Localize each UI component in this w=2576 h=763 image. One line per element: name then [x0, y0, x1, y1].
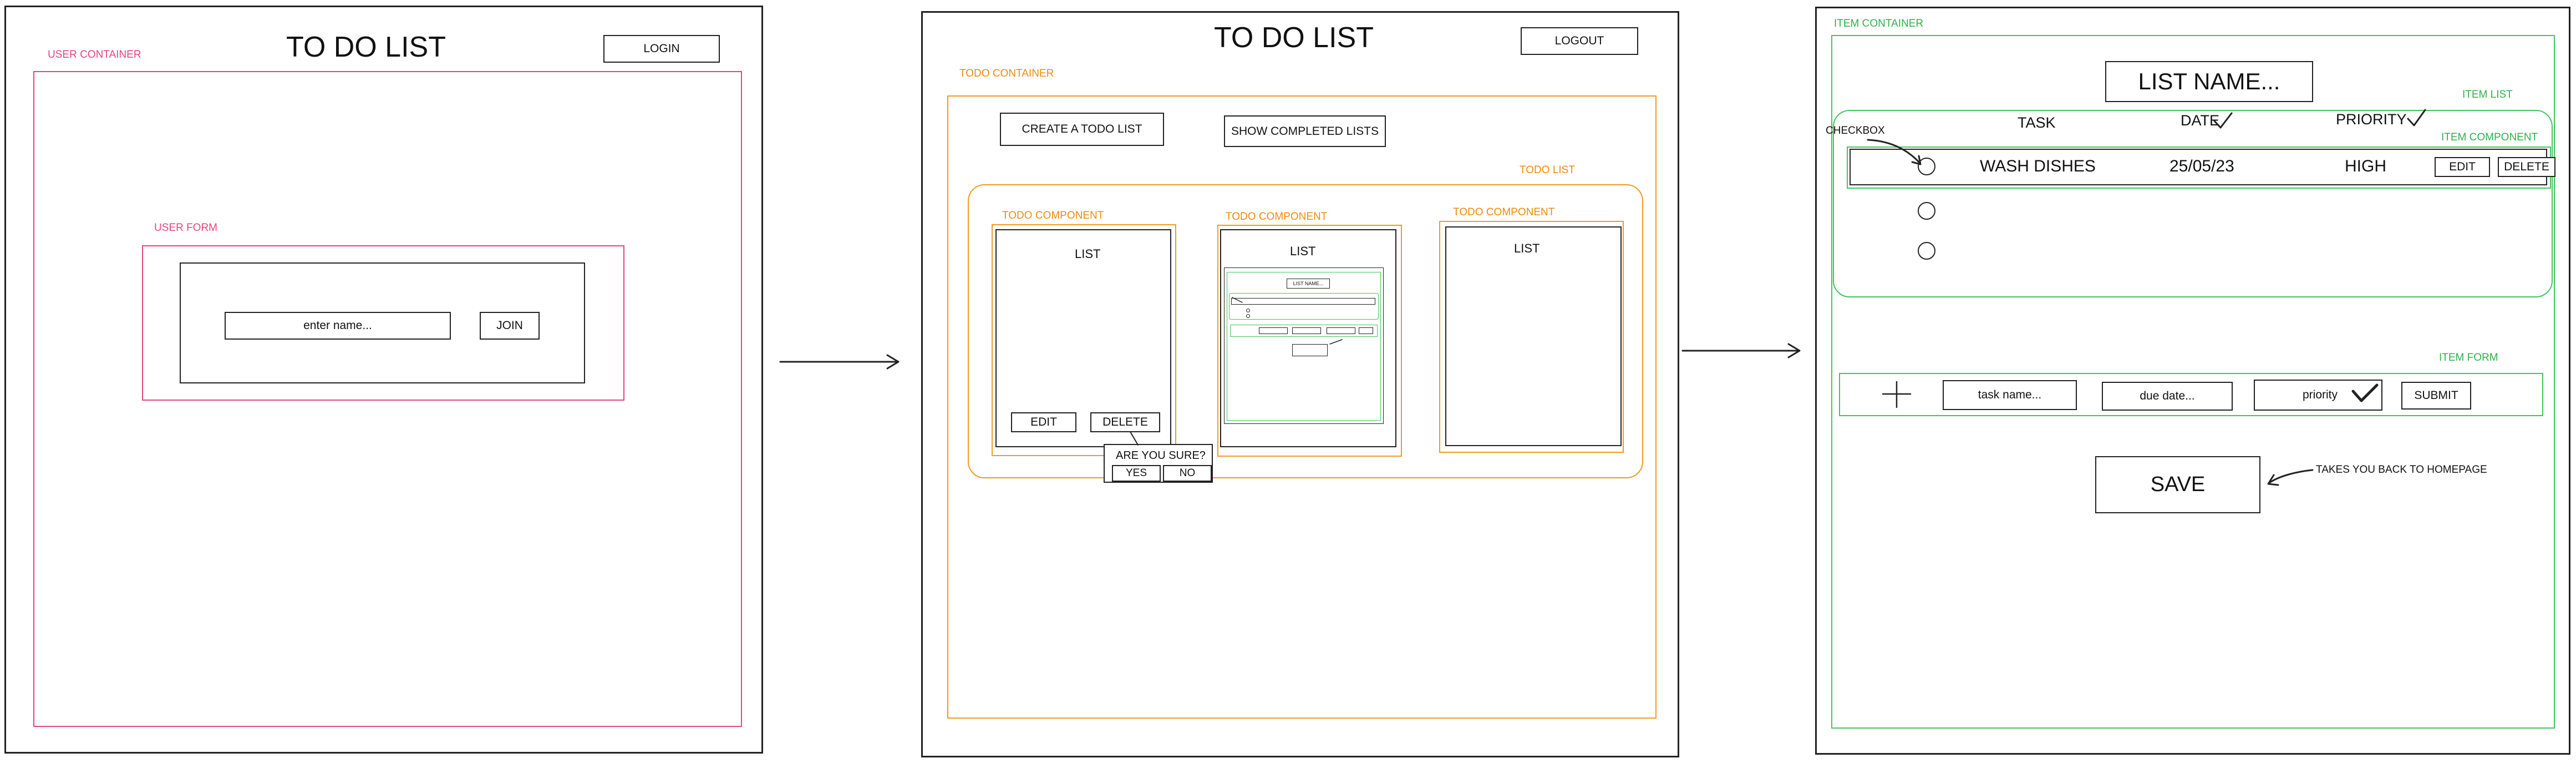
confirm-question: ARE YOU SURE? — [1116, 449, 1206, 462]
screen1-title: TO DO LIST — [286, 31, 446, 63]
priority-header: PRIORITY — [2336, 111, 2407, 128]
item-row — [1850, 149, 2547, 185]
thumbnail-item-form — [1230, 325, 1378, 337]
item-edit-button[interactable]: EDIT — [2435, 157, 2490, 177]
screen-list-wireframe — [1815, 7, 2570, 755]
item-list — [1833, 110, 2553, 297]
thumbnail-list-name: LIST NAME... — [1287, 279, 1330, 289]
user-form-label: USER FORM — [154, 222, 217, 234]
task-name-input[interactable]: task name... — [1943, 380, 2077, 410]
item-list-label: ITEM LIST — [2462, 89, 2513, 100]
user-container — [33, 71, 742, 727]
priority-check-icon — [2407, 109, 2426, 127]
item-screen-thumbnail — [1224, 267, 1384, 424]
todo-card-title: LIST — [1290, 244, 1316, 258]
thumbnail-form-field — [1327, 327, 1355, 334]
item-task-text: WASH DISHES — [1980, 157, 2096, 175]
item-checkbox[interactable] — [1918, 242, 1935, 260]
thumbnail-item-list — [1229, 293, 1379, 320]
due-date-input[interactable]: due date... — [2102, 382, 2233, 411]
date-check-icon — [2213, 112, 2233, 129]
todo-component — [1439, 221, 1624, 453]
item-component-label: ITEM COMPONENT — [2441, 132, 2538, 143]
create-list-button[interactable]: CREATE A TODO LIST — [1000, 113, 1164, 146]
save-arrow — [2268, 469, 2314, 484]
checkbox-note: CHECKBOX — [1826, 125, 1885, 137]
thumbnail-save — [1292, 344, 1328, 356]
todo-list-label: TODO LIST — [1520, 164, 1575, 176]
thumbnail-item-row — [1231, 298, 1375, 305]
name-input[interactable]: enter name... — [225, 312, 451, 340]
thumbnail-checkbox — [1246, 309, 1250, 312]
todo-card-title: LIST — [1075, 247, 1101, 261]
user-form — [142, 245, 624, 401]
screen2-title: TO DO LIST — [1214, 22, 1374, 54]
add-item-plus-icon — [1882, 381, 1912, 408]
item-checkbox[interactable] — [1918, 158, 1935, 175]
item-form — [1839, 373, 2543, 416]
item-priority-text: HIGH — [2345, 157, 2386, 175]
todo-card-title: LIST — [1514, 241, 1540, 255]
thumbnail-form-field — [1259, 327, 1288, 334]
logout-button[interactable]: LOGOUT — [1521, 27, 1638, 55]
priority-select[interactable]: priority — [2254, 380, 2382, 411]
todo-component-label: TODO COMPONENT — [1453, 206, 1555, 218]
thumbnail-container — [1227, 272, 1381, 421]
todo-card[interactable] — [1445, 226, 1622, 446]
save-note: TAKES YOU BACK TO HOMEPAGE — [2316, 464, 2487, 476]
item-checkbox[interactable] — [1918, 202, 1935, 220]
item-container-label: ITEM CONTAINER — [1834, 18, 1924, 29]
todo-list — [968, 184, 1643, 478]
priority-dropdown-check-icon — [2351, 383, 2379, 402]
submit-button[interactable]: SUBMIT — [2401, 382, 2471, 410]
confirm-yes-button[interactable]: YES — [1112, 465, 1161, 482]
todo-component — [1217, 225, 1402, 457]
todo-container-label: TODO CONTAINER — [959, 68, 1054, 79]
todo-component — [992, 224, 1176, 456]
flow-arrow — [779, 354, 900, 370]
date-header: DATE — [2181, 112, 2220, 129]
join-button[interactable]: JOIN — [480, 312, 540, 340]
list-name-input[interactable]: LIST NAME... — [2105, 61, 2313, 102]
todo-container — [947, 95, 1657, 719]
todo-component-label: TODO COMPONENT — [1002, 210, 1104, 221]
flow-arrow — [1681, 343, 1801, 358]
priority-select-text: priority — [2303, 388, 2338, 401]
thumbnail-form-field — [1359, 327, 1373, 334]
item-form-label: ITEM FORM — [2439, 352, 2498, 363]
popup-pointer — [1130, 431, 1139, 446]
item-date-text: 25/05/23 — [2169, 157, 2234, 175]
item-container — [1831, 35, 2555, 729]
item-delete-button[interactable]: DELETE — [2498, 157, 2555, 177]
checkbox-arrow — [1867, 139, 1921, 164]
thumbnail-form-field — [1292, 327, 1321, 334]
login-button[interactable]: LOGIN — [603, 35, 720, 63]
delete-button[interactable]: DELETE — [1090, 412, 1160, 432]
todo-card[interactable] — [995, 229, 1171, 447]
edit-button[interactable]: EDIT — [1011, 412, 1076, 432]
user-container-label: USER CONTAINER — [48, 49, 141, 60]
show-completed-button[interactable]: SHOW COMPLETED LISTS — [1224, 115, 1386, 147]
thumbnail-checkbox — [1246, 314, 1250, 318]
todo-component-label: TODO COMPONENT — [1226, 211, 1328, 223]
save-button[interactable]: SAVE — [2095, 456, 2260, 513]
task-header: TASK — [2018, 114, 2056, 131]
confirm-no-button[interactable]: NO — [1163, 465, 1212, 482]
